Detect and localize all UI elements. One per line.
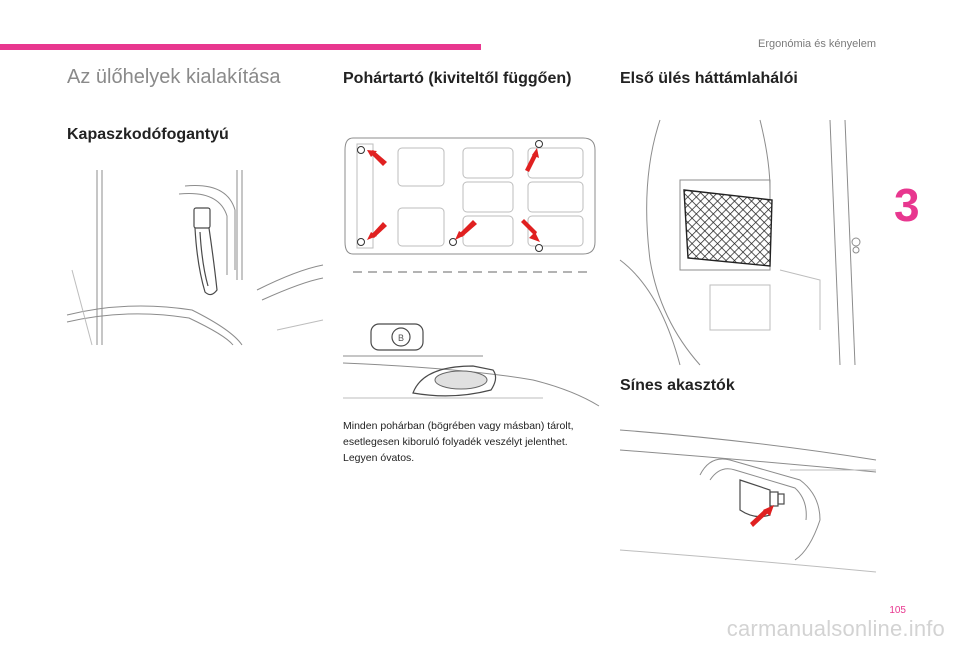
site-watermark: carmanualsonline.info xyxy=(726,616,945,641)
cup-holder-heading: Pohártartó (kiviteltől függően) xyxy=(343,70,572,87)
arrow-icon xyxy=(750,505,774,527)
svg-text:B: B xyxy=(398,333,404,343)
chapter-accent-bar xyxy=(0,44,481,50)
seat-net-icon xyxy=(683,189,773,267)
rail-hook-icon xyxy=(739,479,785,518)
chapter-number: 3 xyxy=(894,179,920,231)
grab-handle-heading: Kapaszkodófogantyú xyxy=(67,126,229,143)
grab-handle-illustration xyxy=(66,170,324,346)
vehicle-layout-diagram xyxy=(344,137,596,273)
cup-holder-detail: B xyxy=(342,323,600,407)
grab-handle-icon xyxy=(193,207,218,296)
seat-net-heading: Első ülés háttámlahálói xyxy=(620,70,798,87)
cup-holder-warning: Minden pohárban (bögrében vagy másban) t… xyxy=(343,420,574,464)
cup-holder-icon xyxy=(357,140,543,252)
rail-hooks-illustration xyxy=(619,429,877,573)
page-number: 105 xyxy=(889,605,906,616)
seat-net-illustration xyxy=(619,119,861,366)
arrow-icon xyxy=(367,148,540,242)
cup-holder-icon: B xyxy=(370,323,497,397)
chapter-title: Ergonómia és kényelem xyxy=(757,38,876,50)
section-title: Az ülőhelyek kialakítása xyxy=(67,66,281,88)
rail-hooks-heading: Sínes akasztók xyxy=(620,377,735,394)
